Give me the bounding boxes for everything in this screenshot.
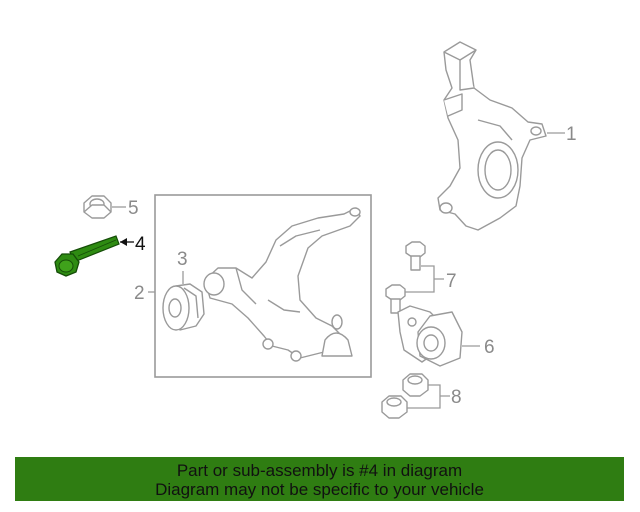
nut-lower[interactable] — [381, 395, 408, 419]
leader-line-7 — [405, 265, 444, 293]
lower-control-arm[interactable] — [203, 207, 361, 362]
callout-2: 2 — [134, 283, 145, 304]
callout-4: 4 — [135, 234, 146, 255]
bolt-upper[interactable] — [405, 241, 426, 271]
bolt-highlighted[interactable] — [54, 235, 120, 277]
assembly-frame — [154, 194, 372, 378]
callout-7: 7 — [446, 271, 457, 292]
steering-knuckle[interactable] — [437, 41, 547, 231]
banner-line-2: Diagram may not be specific to your vehi… — [155, 480, 484, 499]
rear-bushing[interactable] — [397, 305, 463, 367]
callout-5: 5 — [128, 198, 139, 219]
callout-3: 3 — [177, 249, 188, 270]
nut-upper[interactable] — [402, 373, 429, 397]
callout-8: 8 — [451, 387, 462, 408]
bolt-lower[interactable] — [385, 284, 406, 314]
banner-line-1: Part or sub-assembly is #4 in diagram — [176, 461, 463, 480]
callout-6: 6 — [484, 337, 495, 358]
info-banner: Part or sub-assembly is #4 in diagram Di… — [15, 457, 624, 501]
callout-1: 1 — [566, 124, 577, 145]
nut[interactable] — [83, 195, 112, 219]
leader-arrow-4 — [120, 238, 127, 246]
bushing[interactable] — [162, 283, 205, 331]
parts-diagram: 1 5 4 2 3 — [54, 41, 577, 419]
leader-line-8 — [407, 384, 450, 409]
